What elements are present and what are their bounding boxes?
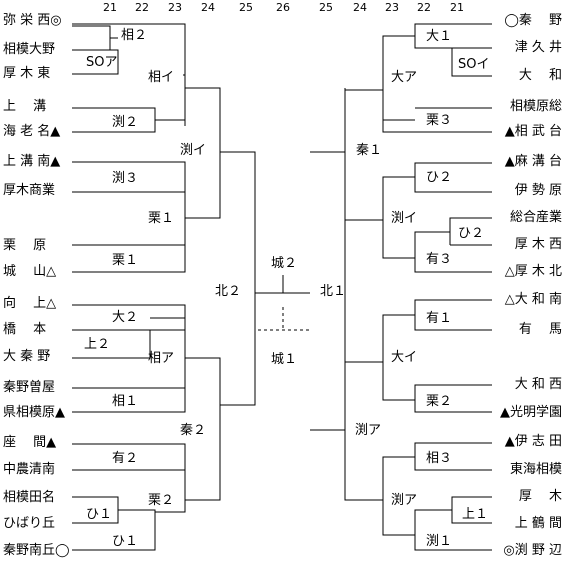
team-name: 中農清南	[3, 462, 56, 477]
match-result: 大２	[112, 310, 139, 325]
round-number: 24	[353, 1, 367, 14]
round-number: 23	[385, 1, 399, 14]
match-result: 栗２	[148, 493, 175, 508]
team-name: 秦野曽屋	[3, 380, 56, 395]
team-name: ◎渕 野 辺	[503, 543, 562, 558]
match-result: 相ア	[148, 351, 175, 366]
team-name: 上 鶴 間	[514, 516, 562, 531]
match-result: 秦２	[180, 423, 207, 438]
team-name: 伊 勢 原	[514, 183, 562, 198]
team-name: 弥 栄 西◎	[3, 13, 62, 28]
team-name: △厚 木 北	[504, 264, 562, 279]
team-name: ひばり丘	[3, 516, 56, 531]
team-name: 相模原総	[509, 99, 562, 114]
match-result: 大イ	[391, 350, 418, 365]
team-name: 城 山△	[3, 264, 57, 279]
match-result: 相１	[112, 394, 139, 409]
match-result: ひ２	[458, 226, 485, 241]
team-name: ▲伊 志 田	[504, 434, 562, 449]
team-name: ▲麻 溝 台	[504, 154, 562, 169]
match-result: SOイ	[458, 57, 490, 72]
match-result: 渕１	[426, 534, 453, 549]
match-result: 大ア	[391, 70, 418, 85]
round-number: 25	[319, 1, 333, 14]
match-result: 北１	[320, 284, 347, 299]
round-number: 22	[135, 1, 149, 14]
team-name: 向 上△	[3, 296, 57, 311]
match-result: 秦１	[356, 143, 383, 158]
match-result: 上１	[462, 507, 489, 522]
round-number: 21	[450, 1, 464, 14]
team-name: 橋 本	[3, 322, 47, 337]
team-name: 大 和	[518, 68, 562, 83]
match-result: 大１	[426, 29, 453, 44]
match-result: 栗１	[148, 211, 175, 226]
match-result: 上２	[84, 337, 111, 352]
match-result: 渕２	[112, 115, 139, 130]
match-result: ひ２	[426, 170, 453, 185]
team-name: ◯秦 野	[504, 13, 562, 28]
match-result: 渕イ	[180, 143, 207, 158]
match-result: 栗２	[426, 394, 453, 409]
match-result: 渕ア	[355, 423, 382, 438]
round-number: 21	[103, 1, 117, 14]
right-bracket-lines	[310, 23, 492, 551]
team-name: ▲光明学園	[500, 405, 562, 420]
team-name: △大 和 南	[504, 292, 562, 307]
match-result: 渕イ	[391, 211, 418, 226]
team-name: 大 和 西	[514, 377, 562, 392]
team-name: 厚 木	[518, 489, 562, 504]
match-result: 北２	[215, 284, 242, 299]
match-result: ひ１	[86, 507, 113, 522]
round-number: 24	[201, 1, 215, 14]
match-result: 渕ア	[391, 493, 418, 508]
round-number: 22	[417, 1, 431, 14]
team-name: 厚木商業	[3, 183, 56, 198]
team-name: 総合産業	[509, 210, 562, 225]
team-name: 東海相模	[509, 462, 562, 477]
match-result: 城２	[271, 256, 298, 271]
team-name: 有 馬	[518, 322, 562, 337]
center-lines	[255, 275, 310, 331]
match-result: ひ１	[112, 534, 139, 549]
team-name: 海 老 名▲	[3, 124, 61, 139]
match-result: 有２	[112, 451, 139, 466]
team-name: 大 秦 野	[3, 349, 51, 364]
match-result: 相３	[426, 451, 453, 466]
round-number: 25	[239, 1, 253, 14]
match-result: 栗１	[112, 253, 139, 268]
round-number: 26	[276, 1, 290, 14]
match-result: 有１	[426, 311, 453, 326]
match-result: 城１	[271, 352, 298, 367]
team-name: ▲相 武 台	[504, 124, 562, 139]
team-name: 相模大野	[3, 42, 56, 57]
team-name: 県相模原▲	[3, 405, 65, 420]
team-name: 厚 木 西	[514, 237, 562, 252]
round-number: 23	[168, 1, 182, 14]
team-name: 座 間▲	[3, 435, 57, 450]
team-name: 栗 原	[3, 238, 47, 253]
team-name: 秦野南丘◯	[3, 543, 70, 558]
match-result: 渕３	[112, 171, 139, 186]
team-name: 相模田名	[3, 490, 56, 505]
team-name: 津 久 井	[514, 40, 562, 55]
match-result: 相２	[121, 28, 148, 43]
team-name: 上 溝 南▲	[3, 154, 61, 169]
team-name: 上 溝	[3, 99, 47, 114]
team-name: 厚 木 東	[3, 66, 51, 81]
match-result: SOア	[86, 55, 118, 70]
left-bracket-lines	[72, 23, 256, 551]
match-result: 栗３	[426, 113, 453, 128]
match-result: 有３	[426, 252, 453, 267]
match-result: 相イ	[148, 70, 175, 85]
